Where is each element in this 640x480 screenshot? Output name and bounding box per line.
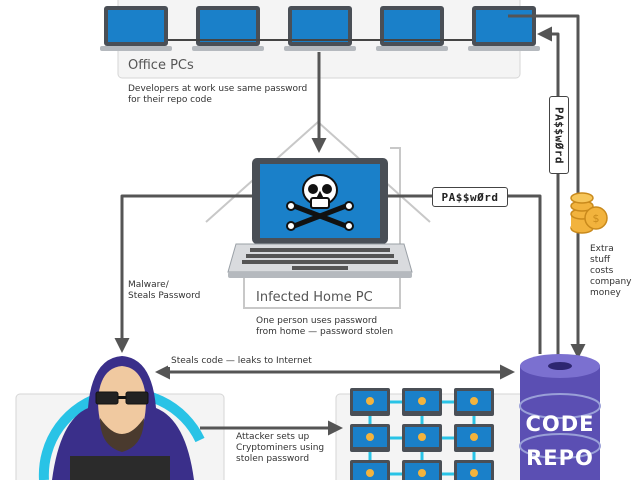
arrow-repo-to-home <box>367 188 542 354</box>
server-icon <box>350 460 390 480</box>
server-icon <box>350 424 390 452</box>
server-icon <box>454 388 494 416</box>
server-icon <box>402 388 442 416</box>
attacker-note: Attacker sets up Cryptominers using stol… <box>236 432 325 464</box>
server-icon <box>454 460 494 480</box>
office-note: Developers at work use same password for… <box>128 84 308 105</box>
server-icon <box>402 424 442 452</box>
office-laptop-icon <box>284 6 356 51</box>
office-laptop-icon <box>192 6 264 51</box>
home-note: One person uses password from home — pas… <box>256 316 394 337</box>
arrow-home-to-hacker <box>114 194 270 353</box>
server-icon <box>350 388 390 416</box>
server-icon <box>454 424 494 452</box>
cryptominer-grid <box>350 388 494 480</box>
office-laptop-icon <box>376 6 448 51</box>
database-icon <box>519 354 601 480</box>
password-badge-vertical: PA$$wØrd <box>549 96 569 174</box>
svg-text:$: $ <box>593 212 600 225</box>
extra-cost-label: Extra stuff costs company money <box>590 244 632 298</box>
skull-crossbones-icon <box>286 174 354 231</box>
office-laptop-icon <box>468 6 540 51</box>
infected-home-pc-label: Infected Home PC <box>256 290 373 305</box>
arrow-office-to-repo <box>508 14 586 359</box>
office-pcs-label: Office PCs <box>128 58 194 73</box>
malware-label: Malware/ Steals Password <box>128 280 201 301</box>
repo-label-code: CODE <box>525 412 595 436</box>
server-icon <box>402 460 442 480</box>
office-laptop-icon <box>100 6 172 51</box>
steals-code-label: Steals code — leaks to Internet <box>168 356 315 367</box>
arrow-repo-to-office <box>537 26 560 356</box>
office-laptops <box>100 6 540 51</box>
hacker-icon <box>38 356 205 480</box>
coin-stack-icon: $ <box>570 192 608 234</box>
password-text-vertical: PA$$wØrd <box>552 106 566 164</box>
password-text-horizontal: PA$$wØrd <box>441 190 499 204</box>
password-badge-horizontal: PA$$wØrd <box>432 187 508 207</box>
repo-label-repo: REPO <box>526 446 594 470</box>
